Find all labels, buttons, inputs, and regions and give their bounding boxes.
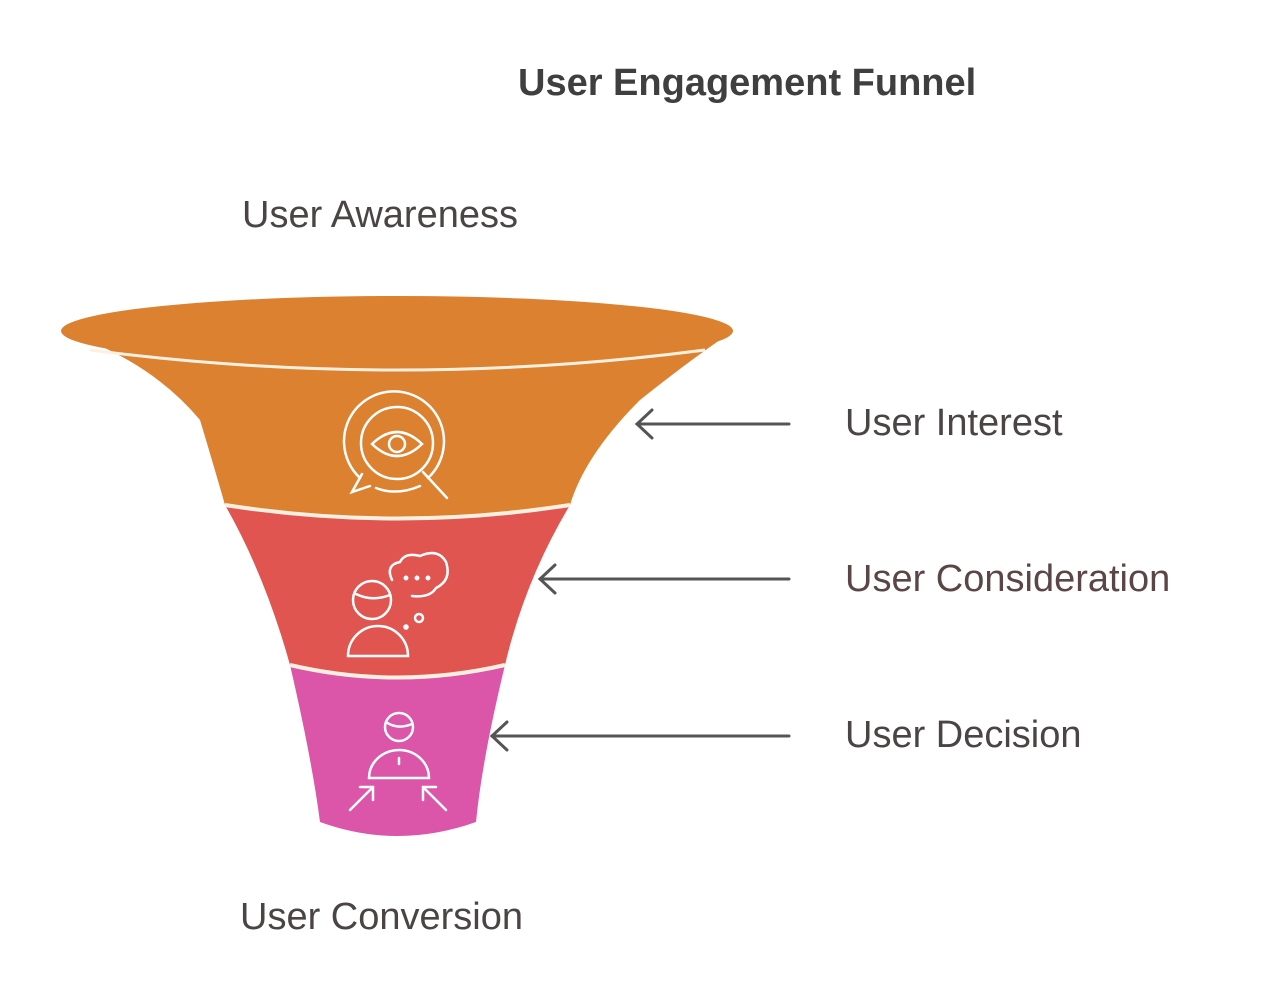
arrow-interest xyxy=(634,408,791,440)
segment-divider xyxy=(289,663,506,680)
eye-search-icon xyxy=(342,390,449,500)
diagram-title: User Engagement Funnel xyxy=(518,62,977,104)
rim-line xyxy=(89,348,706,372)
thinking-person-icon xyxy=(346,551,449,658)
person-converge-icon xyxy=(348,711,448,812)
arrow-decision xyxy=(489,720,791,752)
funnel-segment-interest xyxy=(62,331,733,519)
stage-label-interest: User Interest xyxy=(845,402,1063,444)
stage-label-consideration: User Consideration xyxy=(845,558,1171,600)
top-label-awareness: User Awareness xyxy=(242,194,518,236)
stage-label-decision: User Decision xyxy=(845,714,1082,756)
bottom-label-conversion: User Conversion xyxy=(240,896,523,938)
arrow-consideration xyxy=(537,563,791,595)
funnel-segment-consideration xyxy=(225,505,570,678)
funnel-top-rim xyxy=(61,296,733,366)
segment-divider xyxy=(224,503,571,521)
